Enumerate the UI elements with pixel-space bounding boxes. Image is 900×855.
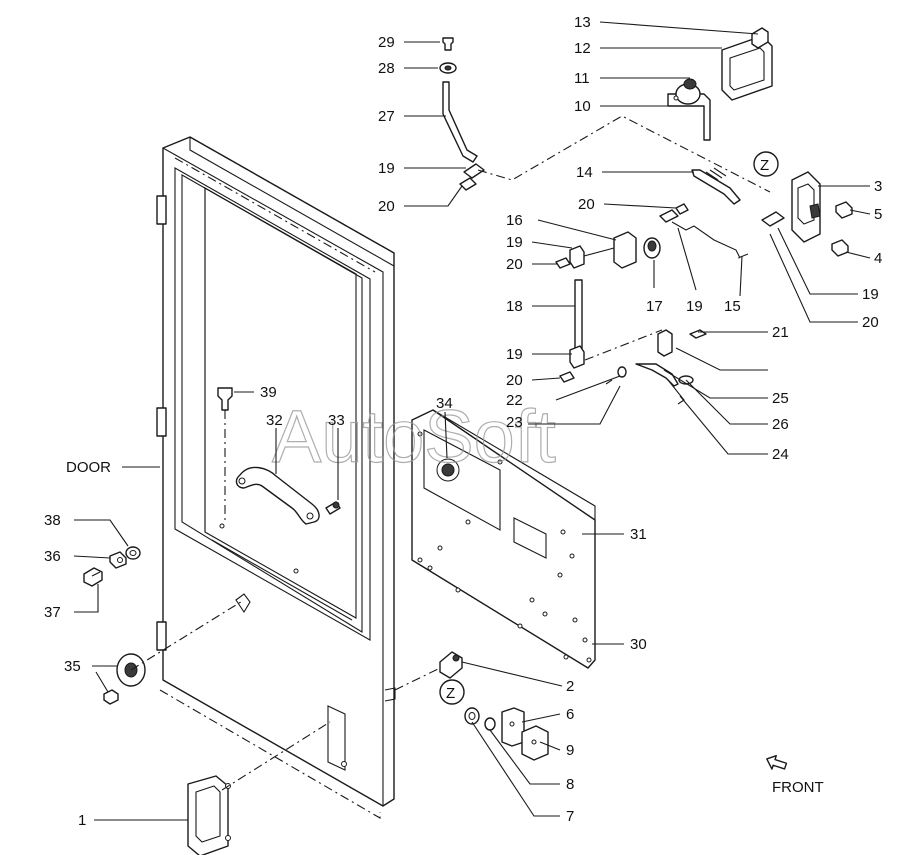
callout-21: 21 xyxy=(772,324,789,341)
callout-20-b: 20 xyxy=(578,196,595,213)
callout-1: 1 xyxy=(78,812,86,829)
grab-handle xyxy=(235,466,341,525)
washer-38 xyxy=(125,546,141,560)
callout-19-b: 19 xyxy=(506,234,523,251)
bolt-39 xyxy=(217,387,233,520)
callout-24: 24 xyxy=(772,446,789,463)
callout-35: 35 xyxy=(64,658,81,675)
callout-16-upper: 16 xyxy=(506,212,523,229)
watermark-text: AutoSoft xyxy=(272,395,556,478)
bracket-16-upper xyxy=(613,203,689,269)
callout-3: 3 xyxy=(874,178,882,195)
latch-3 xyxy=(791,171,853,257)
callout-34: 34 xyxy=(436,395,453,412)
callout-26: 26 xyxy=(772,416,789,433)
z-marker-upper-text: Z xyxy=(760,157,769,174)
callout-labels: 1 2 3 4 5 6 7 8 9 10 11 12 13 14 15 16 1… xyxy=(44,14,882,829)
front-label: FRONT xyxy=(772,779,824,796)
callout-19-a: 19 xyxy=(378,160,395,177)
rod-14 xyxy=(691,167,741,205)
callout-31: 31 xyxy=(630,526,647,543)
callout-20-e: 20 xyxy=(506,372,523,389)
door-panel xyxy=(156,136,396,807)
lock-cylinder-35 xyxy=(103,593,251,705)
callout-19-e: 19 xyxy=(506,346,523,363)
leader-lines xyxy=(73,21,871,821)
rod-15 xyxy=(659,209,785,259)
pin-29 xyxy=(442,37,454,51)
bushing-36 xyxy=(109,551,127,569)
washer-8 xyxy=(484,717,496,731)
front-arrow xyxy=(766,755,788,770)
callout-27: 27 xyxy=(378,108,395,125)
z-marker-upper: Z xyxy=(753,151,779,177)
callout-22: 22 xyxy=(506,392,523,409)
callout-33: 33 xyxy=(328,412,345,429)
callout-30: 30 xyxy=(630,636,647,653)
callout-14: 14 xyxy=(576,164,593,181)
callout-19-c: 19 xyxy=(686,298,703,315)
callout-32: 32 xyxy=(266,412,283,429)
callout-38: 38 xyxy=(44,512,61,529)
trim-panel xyxy=(411,409,596,669)
callout-10: 10 xyxy=(574,98,591,115)
rod-18 xyxy=(555,245,615,383)
callout-11: 11 xyxy=(574,70,590,87)
plate-9 xyxy=(521,725,549,761)
callout-29: 29 xyxy=(378,34,395,51)
callout-20-d: 20 xyxy=(862,314,879,331)
callout-4: 4 xyxy=(874,250,882,267)
callout-19-d: 19 xyxy=(862,286,879,303)
callout-9: 9 xyxy=(566,742,574,759)
callout-37: 37 xyxy=(44,604,61,621)
callout-20-a: 20 xyxy=(378,198,395,215)
callout-28: 28 xyxy=(378,60,395,77)
callout-18: 18 xyxy=(506,298,523,315)
callout-2: 2 xyxy=(566,678,574,695)
callout-6: 6 xyxy=(566,706,574,723)
lock-10 xyxy=(667,78,711,141)
callout-39: 39 xyxy=(260,384,277,401)
callout-20-c: 20 xyxy=(506,256,523,273)
plate-6 xyxy=(501,707,525,747)
bolt-7 xyxy=(464,707,480,725)
callout-23: 23 xyxy=(506,414,523,431)
callout-17: 17 xyxy=(646,298,663,315)
callout-12: 12 xyxy=(574,40,591,57)
callout-15: 15 xyxy=(724,298,741,315)
outside-handle-12 xyxy=(721,27,773,101)
inside-handle-1 xyxy=(187,721,331,855)
callout-13: 13 xyxy=(574,14,591,31)
bolt-37 xyxy=(83,567,103,587)
bracket-16-lower xyxy=(605,329,707,405)
callout-7: 7 xyxy=(566,808,574,825)
rod-27 xyxy=(442,81,485,191)
z-marker-lower-text: Z xyxy=(446,685,455,702)
z-marker-lower: Z xyxy=(439,679,465,705)
door-label: DOOR xyxy=(66,459,111,476)
callout-25: 25 xyxy=(772,390,789,407)
callout-36: 36 xyxy=(44,548,61,565)
washer-28 xyxy=(439,62,457,74)
callout-8: 8 xyxy=(566,776,574,793)
callout-5: 5 xyxy=(874,206,882,223)
striker-2 xyxy=(394,651,463,691)
